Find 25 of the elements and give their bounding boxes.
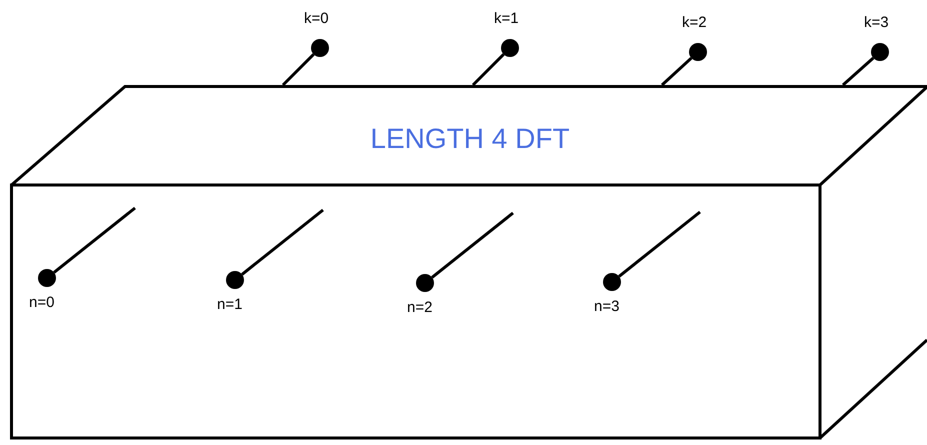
- pin-label: k=2: [682, 14, 707, 31]
- pin-line: [241, 208, 324, 276]
- pin-dot: [38, 269, 56, 287]
- pin-line: [472, 53, 505, 86]
- pin-dot: [501, 39, 519, 57]
- pin-dot: [871, 43, 889, 61]
- pin-label: k=0: [304, 10, 329, 27]
- pin-line: [660, 56, 692, 86]
- pin-dot: [603, 273, 621, 291]
- pin-dot: [689, 43, 707, 61]
- pin-line: [618, 210, 701, 278]
- pin-label: k=1: [494, 10, 519, 27]
- pin-line: [53, 206, 136, 274]
- pin-dot: [416, 274, 434, 292]
- pin-dot: [226, 271, 244, 289]
- pin-line: [842, 56, 874, 86]
- pin-label: n=3: [594, 298, 620, 315]
- pin-label: k=3: [864, 14, 889, 31]
- block-title: LENGTH 4 DFT: [369, 123, 571, 155]
- pin-label: n=1: [217, 296, 242, 313]
- pin-line: [431, 212, 514, 279]
- pin-label: n=0: [29, 294, 54, 311]
- pin-line: [282, 53, 315, 86]
- pin-label: n=2: [407, 299, 432, 316]
- pin-dot: [311, 39, 329, 57]
